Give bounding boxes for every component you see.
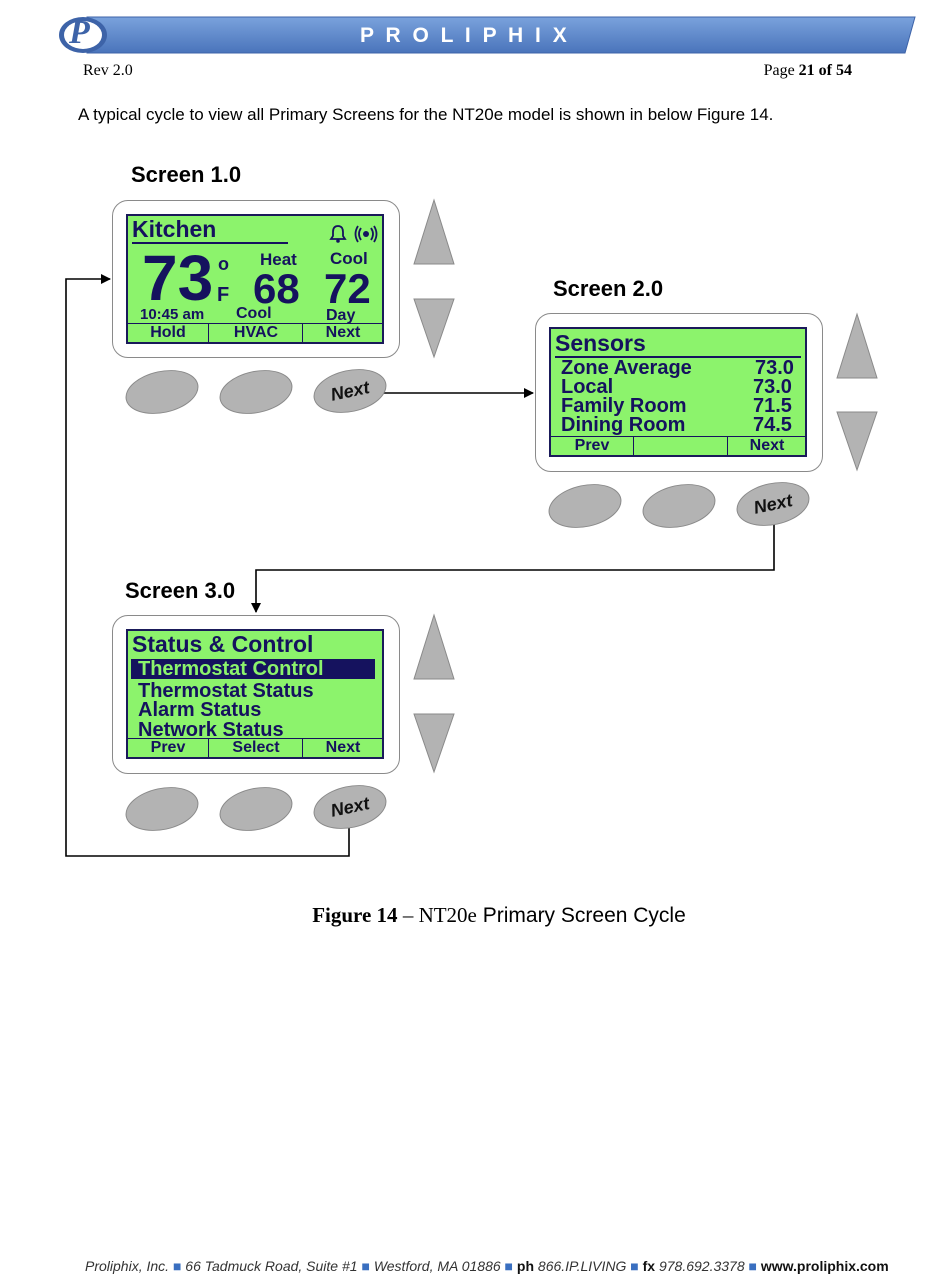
zone-name: Kitchen bbox=[132, 216, 217, 242]
sensors-underline bbox=[555, 356, 801, 358]
footer-city: Westford, MA 01886 bbox=[373, 1258, 501, 1274]
figure-caption: Figure 14 – NT20e Primary Screen Cycle bbox=[0, 903, 950, 928]
clock-time: 10:45 am bbox=[140, 306, 205, 323]
screen2-device: Sensors Zone Average 73.0 Local 73.0 Fam… bbox=[535, 313, 823, 472]
softkey-next[interactable]: Next bbox=[727, 437, 805, 455]
sensor-value: 73.0 bbox=[755, 357, 794, 379]
logo-letter: P bbox=[69, 14, 90, 51]
cool-label: Cool bbox=[330, 249, 368, 268]
zone-underline bbox=[132, 242, 288, 244]
brand-name: P R O L I P H I X bbox=[360, 24, 570, 47]
cool-setpoint: 72 bbox=[324, 265, 371, 312]
menu-item[interactable]: Network Status bbox=[138, 719, 284, 741]
footer-fax: 978.692.3378 bbox=[658, 1258, 745, 1274]
heat-setpoint: 68 bbox=[253, 265, 300, 312]
softkey-prev[interactable]: Prev bbox=[574, 437, 610, 454]
footer-website[interactable]: www.proliphix.com bbox=[760, 1258, 889, 1274]
revision: Rev 2.0 bbox=[83, 62, 133, 79]
sensor-name: Zone Average bbox=[561, 357, 692, 379]
screen2-title: Screen 2.0 bbox=[553, 276, 664, 301]
heat-label: Heat bbox=[260, 250, 297, 269]
footer-company: Proliphix, Inc. bbox=[85, 1258, 170, 1274]
screen3-softkeys: Prev Select Next bbox=[128, 738, 382, 757]
caption-text: Primary Screen Cycle bbox=[476, 904, 686, 927]
screen1-device: Kitchen 73 o F Heat 68 Cool 72 10:45 am … bbox=[112, 200, 400, 358]
down-arrow-icon[interactable] bbox=[412, 297, 456, 359]
current-temp: 73 bbox=[142, 242, 214, 314]
softkey-hold[interactable]: Hold bbox=[150, 324, 186, 341]
footer-phone: 866.IP.LIVING bbox=[537, 1258, 627, 1274]
sensors-header: Sensors bbox=[555, 330, 646, 356]
caption-model: NT20e bbox=[418, 903, 477, 927]
screen2-softkeys: Prev Next bbox=[551, 436, 805, 455]
sensor-name: Dining Room bbox=[561, 414, 686, 436]
screen3-device: Status & Control Thermostat Control Ther… bbox=[112, 615, 400, 774]
up-arrow-icon[interactable] bbox=[412, 613, 456, 681]
figure-number: Figure 14 bbox=[312, 903, 398, 927]
softkey-next[interactable]: Next bbox=[302, 324, 382, 342]
up-arrow-icon[interactable] bbox=[412, 198, 456, 266]
wireless-icon bbox=[354, 225, 378, 243]
caption-dash: – bbox=[397, 903, 419, 927]
page-prefix: Page bbox=[763, 62, 795, 79]
up-arrow-icon[interactable] bbox=[835, 312, 879, 380]
down-arrow-icon[interactable] bbox=[835, 410, 879, 472]
proliphix-logo bbox=[59, 17, 107, 53]
sensor-value: 73.0 bbox=[753, 376, 792, 398]
page-footer: Proliphix, Inc. ■ 66 Tadmuck Road, Suite… bbox=[85, 1258, 889, 1274]
page-current: 21 of 54 bbox=[798, 62, 852, 79]
screen1-softkeys: Hold HVAC Next bbox=[128, 323, 382, 342]
softkey-select[interactable]: Select bbox=[208, 739, 303, 757]
footer-fx-label: fx bbox=[642, 1258, 656, 1274]
menu-item[interactable]: Alarm Status bbox=[138, 699, 262, 721]
status-control-header: Status & Control bbox=[132, 631, 314, 657]
menu-item-selected[interactable]: Thermostat Control bbox=[131, 659, 375, 679]
proliphix-banner bbox=[59, 16, 916, 54]
sensor-name: Family Room bbox=[561, 395, 687, 417]
screen3-title: Screen 3.0 bbox=[125, 578, 236, 603]
screen1-title: Screen 1.0 bbox=[131, 162, 242, 187]
down-arrow-icon[interactable] bbox=[412, 712, 456, 774]
footer-ph-label: ph bbox=[516, 1258, 535, 1274]
sensor-value: 71.5 bbox=[753, 395, 792, 417]
page-number: Page 21 of 54 bbox=[764, 62, 852, 80]
screen3-lcd: Status & Control Thermostat Control Ther… bbox=[126, 629, 384, 759]
footer-address: 66 Tadmuck Road, Suite #1 bbox=[185, 1258, 358, 1274]
softkey-hvac[interactable]: HVAC bbox=[208, 324, 303, 342]
screen2-lcd: Sensors Zone Average 73.0 Local 73.0 Fam… bbox=[549, 327, 807, 457]
menu-item[interactable]: Thermostat Status bbox=[138, 680, 314, 702]
bell-icon bbox=[329, 225, 347, 243]
schedule-period: Day bbox=[326, 307, 356, 324]
sensor-name: Local bbox=[561, 376, 614, 398]
softkey-next[interactable]: Next bbox=[302, 739, 382, 757]
softkey-prev[interactable]: Prev bbox=[150, 739, 186, 756]
intro-text: A typical cycle to view all Primary Scre… bbox=[78, 105, 774, 124]
sensor-value: 74.5 bbox=[753, 414, 792, 436]
temp-unit: F bbox=[217, 284, 230, 306]
screen1-lcd: Kitchen 73 o F Heat 68 Cool 72 10:45 am … bbox=[126, 214, 384, 344]
hvac-mode: Cool bbox=[236, 305, 272, 322]
softkey-blank[interactable] bbox=[633, 437, 728, 455]
degree-symbol: o bbox=[218, 254, 229, 274]
